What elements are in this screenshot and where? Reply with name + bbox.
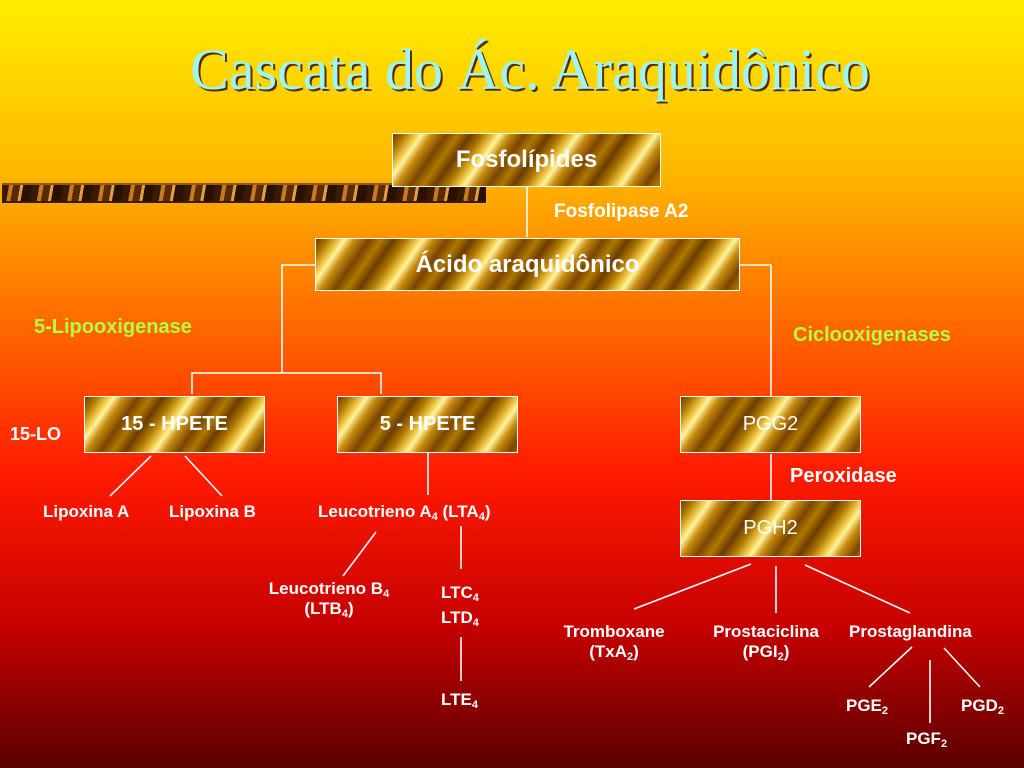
- label-prostaciclina: Prostaciclina (PGI2): [713, 622, 819, 664]
- box-15-hpete: 15 - HPETE: [84, 396, 265, 453]
- box-acido-araquidonico: Ácido araquidônico: [315, 238, 740, 291]
- label-prostaglandina: Prostaglandina: [849, 622, 972, 641]
- label-ciclooxigenases: Ciclooxigenases: [793, 324, 951, 346]
- box-fosfolipides: Fosfolípides: [392, 133, 661, 187]
- line-acido-pgg2: [740, 264, 772, 396]
- label-lte4: LTE4: [441, 690, 478, 711]
- label-ltc4: LTC4: [441, 583, 479, 604]
- line-acido-lipooxigenase: [281, 264, 315, 373]
- label-leucotrieno-a4: Leucotrieno A4 (LTA4): [318, 502, 491, 523]
- line-prostaglandina-pgd2: [943, 647, 981, 688]
- label-ltd4: LTD4: [441, 608, 479, 629]
- label-pge2: PGE2: [846, 696, 889, 717]
- label-leucotrieno-b4: Leucotrieno B4 (LTB4): [268, 579, 390, 621]
- line-pgh2-prostaglandina: [804, 564, 911, 614]
- label-lipoxina-a: Lipoxina A: [43, 502, 130, 521]
- box-pgg2: PGG2: [680, 396, 861, 453]
- line-15hpete-lipoxina-a: [109, 455, 152, 497]
- label-pgd2: PGD2: [961, 696, 1004, 717]
- line-pgh2-tromboxane: [633, 563, 752, 610]
- box-pgh2: PGH2: [680, 500, 861, 557]
- label-fosfolipase-a2: Fosfolipase A2: [554, 201, 689, 222]
- label-15-lo: 15-LO: [10, 424, 62, 444]
- box-5-hpete: 5 - HPETE: [337, 396, 518, 453]
- page-title: Cascata do Ác. Araquidônico: [190, 37, 870, 102]
- decorative-bar: [2, 183, 486, 203]
- line-branch-hpete: [191, 372, 382, 394]
- line-lta4-ltb4: [342, 531, 377, 577]
- label-lipoxina-b: Lipoxina B: [169, 502, 256, 521]
- label-5-lipooxigenase: 5-Lipooxigenase: [34, 316, 192, 338]
- label-tromboxane: Tromboxane (TxA2): [563, 622, 665, 664]
- line-prostaglandina-pge2: [868, 646, 913, 688]
- label-peroxidase: Peroxidase: [790, 465, 897, 487]
- label-pgf2: PGF2: [906, 729, 948, 750]
- line-15hpete-lipoxina-b: [184, 455, 223, 497]
